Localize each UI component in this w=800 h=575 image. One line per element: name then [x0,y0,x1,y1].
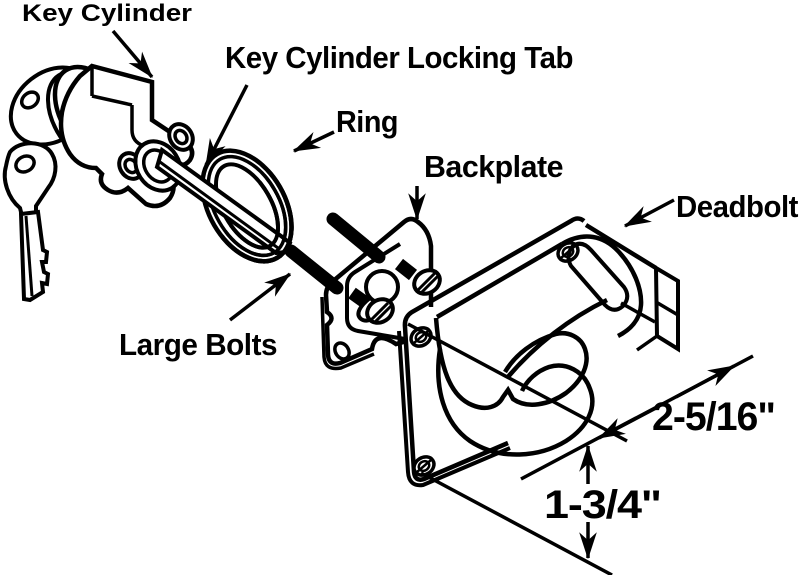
lobe-top-arc [560,234,644,339]
dim-height-value: 1-3/4" [544,483,661,527]
bolt-rod-bottom [284,244,344,295]
backplate-hole [333,341,351,361]
label-backplate: Backplate [424,149,563,184]
arrow-key-cylinder [111,29,154,79]
thumbturn-crescent [436,348,595,457]
backplate-panel [345,242,406,341]
screw-bottom-slot [416,459,432,473]
extension-line-upper-left [407,322,628,443]
locking-tab-ridge [159,160,279,250]
arrow-locking-tab [204,84,249,167]
key-back-hole [19,90,41,110]
arrow-ring [292,130,335,153]
arrow-deadbolt [623,198,675,228]
lobe-top-edge [435,242,564,319]
dim-width-arrow-upper [675,364,736,399]
key-front-groove [24,215,34,297]
bolt-screwhead-top-slot2 [419,274,440,295]
deadbolt-plate-outline [402,216,586,482]
bolt-screwhead-bottom-slot [369,301,390,322]
channel-link [620,301,656,324]
label-key-cylinder: Key Cylinder [22,0,192,27]
bolt-collar-bottom [348,287,370,309]
label-key-cylinder-locking-tab: Key Cylinder Locking Tab [225,40,573,75]
key-front-hole [14,154,36,174]
cylinder-ear-upper-hole [173,128,189,146]
dim-width-arrow-lower [597,406,657,440]
arrow-large-bolts [228,272,292,322]
plate-screw-bottom [412,455,436,477]
label-deadbolt: Deadbolt [676,189,798,224]
label-ring: Ring [336,104,398,139]
backplate-outline [323,216,434,366]
deadbolt-plate-fill [405,222,595,483]
key-cylinder-drawing [45,63,195,209]
key-front-head [2,141,58,219]
bolt-screwhead-top-slot [416,271,437,292]
dimension-lines [407,322,754,575]
housing-bolt-box-lines [635,300,679,352]
housing-top-edge [584,223,658,270]
label-arrows [111,29,675,322]
key-front-blade [18,209,51,303]
bolt-inner-sweep [505,297,608,380]
bolt-rod-top [326,212,386,264]
bolt-collar-top [394,258,418,281]
backplate-bevel [320,296,375,371]
deadbolt-drawing [397,216,680,488]
label-large-bolts: Large Bolts [119,327,277,362]
labels: Key Cylinder Key Cylinder Locking Tab Ri… [22,0,799,527]
dim-width-value: 2-5/16" [652,395,775,439]
deadbolt-plate-bevel [397,330,511,488]
large-bolts-drawing [284,212,442,325]
bolt-screwhead-bottom-slot2 [372,304,393,325]
